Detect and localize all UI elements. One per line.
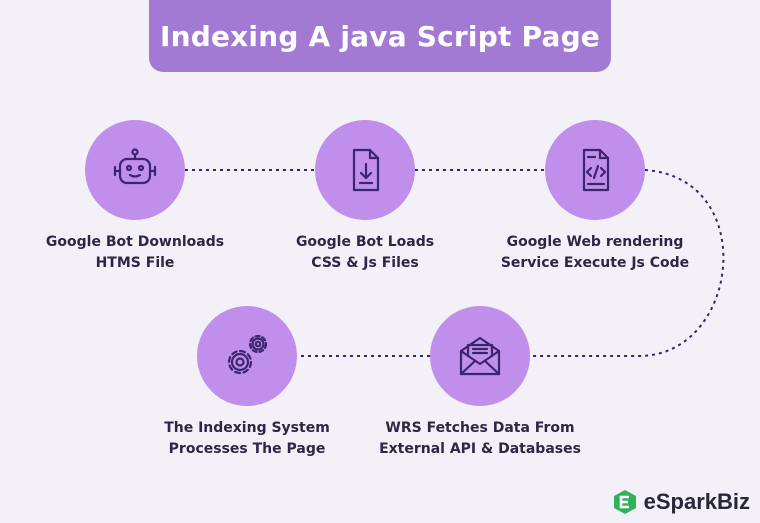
connector-3-4 — [530, 169, 725, 357]
envelope-icon — [459, 336, 501, 376]
step-4: WRS Fetches Data From External API & Dat… — [360, 306, 600, 460]
title-banner: Indexing A java Script Page — [149, 0, 611, 72]
gears-icon — [227, 334, 268, 375]
logo-text: eSparkBiz — [643, 489, 750, 514]
step-2: Google Bot Loads CSS & Js Files — [245, 120, 485, 274]
step-3-circle — [545, 120, 645, 220]
step-1-label: Google Bot Downloads HTMS File — [45, 234, 225, 271]
step-2-circle — [315, 120, 415, 220]
esparkbiz-logo-icon — [613, 490, 636, 514]
step-5-circle — [197, 306, 297, 406]
code-file-icon — [582, 148, 610, 192]
brand-logo: eSparkBiz — [612, 489, 750, 515]
step-3: Google Web rendering Service Execute Js … — [475, 120, 715, 274]
step-5: The Indexing System Processes The Page — [127, 306, 367, 460]
step-4-label: WRS Fetches Data From External API & Dat… — [379, 420, 581, 457]
step-4-circle — [430, 306, 530, 406]
page-title: Indexing A java Script Page — [159, 19, 600, 53]
step-3-label: Google Web rendering Service Execute Js … — [500, 234, 690, 271]
step-5-label: The Indexing System Processes The Page — [164, 420, 330, 457]
robot-icon — [113, 148, 157, 185]
step-2-label: Google Bot Loads CSS & Js Files — [295, 234, 435, 271]
step-1-circle — [85, 120, 185, 220]
step-1: Google Bot Downloads HTMS File — [15, 120, 255, 274]
file-download-icon — [352, 148, 380, 192]
